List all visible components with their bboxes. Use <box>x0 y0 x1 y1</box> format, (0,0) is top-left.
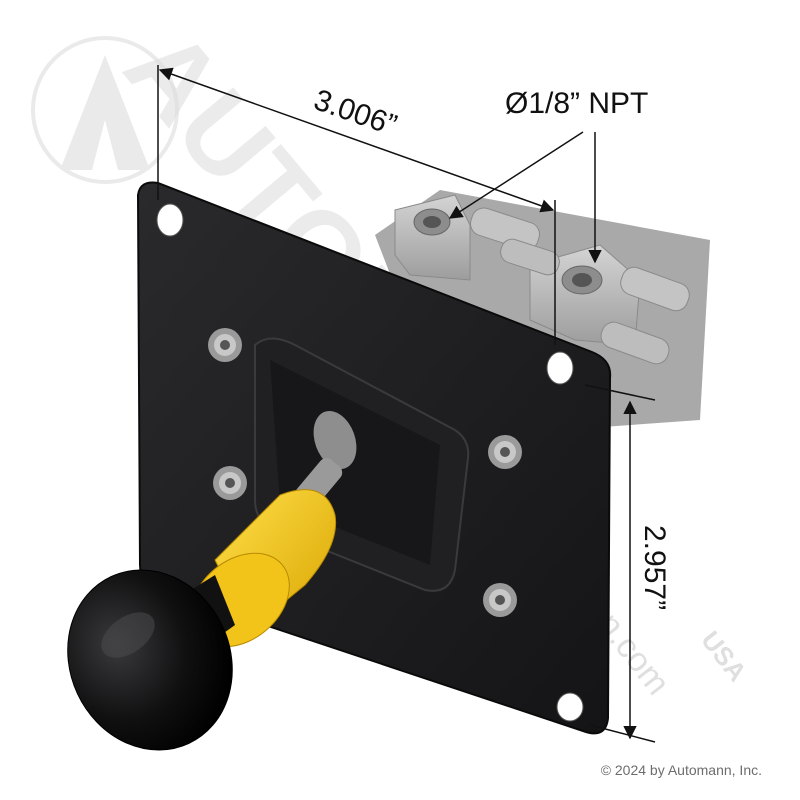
height-label: 2.957” <box>638 525 671 610</box>
screw <box>213 466 247 500</box>
watermark-region: USA <box>695 625 753 687</box>
mounting-hole <box>556 692 584 722</box>
port-label: Ø1/8” NPT <box>505 87 648 120</box>
screw <box>208 328 242 362</box>
mounting-hole <box>156 203 184 237</box>
width-label: 3.006” <box>310 83 401 142</box>
height-dimension: 2.957” <box>584 384 671 743</box>
copyright-text: © 2024 by Automann, Inc. <box>600 762 762 778</box>
screw <box>488 435 522 469</box>
port-callout: Ø1/8” NPT <box>448 87 648 264</box>
valve-body <box>375 190 710 430</box>
screw <box>483 583 517 617</box>
push-pull-knob <box>67 458 343 751</box>
mounting-hole <box>546 351 574 385</box>
